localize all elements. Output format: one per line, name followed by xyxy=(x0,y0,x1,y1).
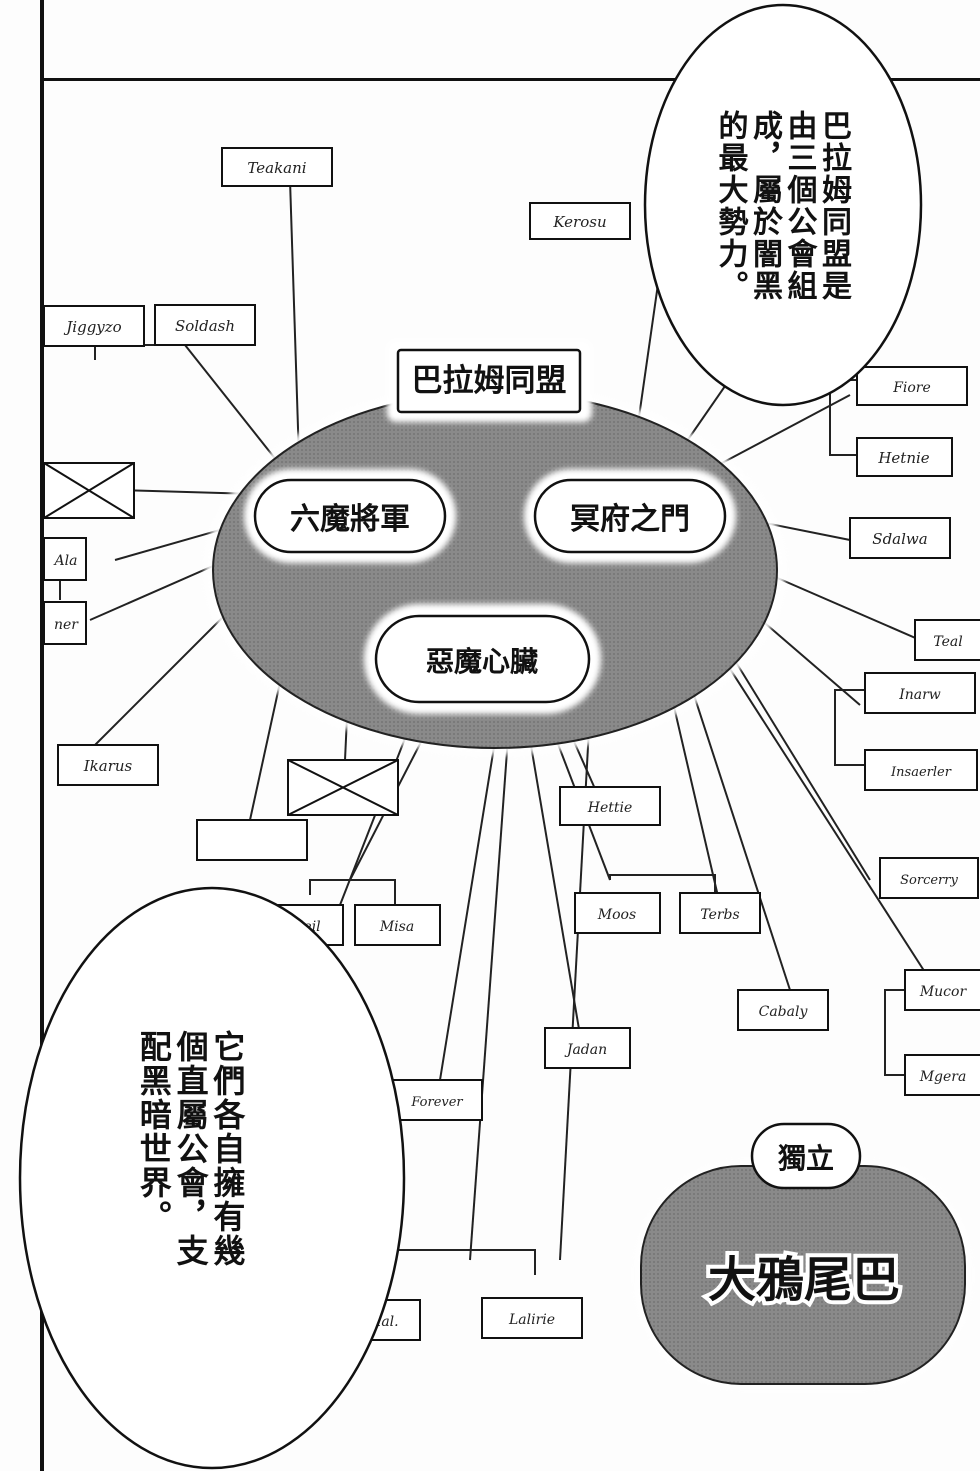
alliance-title-box: 巴拉姆同盟 xyxy=(387,340,592,422)
svg-text:Hetnie: Hetnie xyxy=(877,449,929,467)
crossed-box xyxy=(43,462,135,519)
bubble-text-bottom-left: 它們各自擁有幾 個直屬公會，支 配黑暗世界。 xyxy=(134,1030,247,1268)
subguild-box: Lalirie xyxy=(481,1297,583,1339)
alliance-title: 巴拉姆同盟 xyxy=(412,363,567,399)
guild-akuma: 惡魔心臟 xyxy=(364,604,601,714)
panel-border-top xyxy=(40,78,980,81)
subguild-boxes: Teakani Kerosu Jiggyzo Soldash xyxy=(43,147,980,1341)
bubble-text-top-right: 巴拉姆同盟是 由三個公會組 成，屬於闇黑 的最大勢力。 xyxy=(712,110,852,302)
svg-text:Mgera: Mgera xyxy=(919,1069,967,1085)
crossed-box xyxy=(287,759,399,816)
svg-text:Cabaly: Cabaly xyxy=(759,1004,809,1020)
svg-text:Sorcerry: Sorcerry xyxy=(900,873,958,888)
subguild-box: Misa xyxy=(354,904,441,946)
subguild-box: Jadan xyxy=(544,1027,631,1069)
guild-rokuma-label: 六魔將軍 xyxy=(290,502,410,537)
svg-text:ner: ner xyxy=(54,617,79,633)
svg-text:Jiggyzo: Jiggyzo xyxy=(63,318,121,336)
svg-text:Ala: Ala xyxy=(53,553,78,569)
svg-text:Hettie: Hettie xyxy=(587,800,633,816)
subguild-box: Mgera xyxy=(904,1054,980,1096)
svg-text:Sdalwa: Sdalwa xyxy=(872,530,927,548)
subguild-box: Teakani xyxy=(221,147,333,187)
independent-label: 獨立 xyxy=(778,1142,834,1175)
subguild-box: Fiore xyxy=(856,366,968,406)
subguild-box: Moos xyxy=(574,892,661,934)
subguild-box: Cabaly xyxy=(737,989,829,1031)
svg-text:Fiore: Fiore xyxy=(892,380,931,396)
svg-text:Insaerler: Insaerler xyxy=(890,765,952,780)
svg-text:Soldash: Soldash xyxy=(175,317,235,335)
subguild-box: Soldash xyxy=(154,304,256,346)
subguild-box: Ala xyxy=(43,537,87,581)
subguild-box: Insaerler xyxy=(864,749,978,791)
svg-text:Mucor: Mucor xyxy=(919,984,968,1000)
svg-text:Teal: Teal xyxy=(933,634,962,650)
guild-meifu-label: 冥府之門 xyxy=(570,502,690,537)
independent-area: 獨立 大鴉尾巴 xyxy=(636,1122,970,1388)
subguild-box: Hettie xyxy=(559,786,661,826)
subguild-box: Terbs xyxy=(679,892,761,934)
svg-text:Terbs: Terbs xyxy=(700,907,739,923)
independent-guild-name: 大鴉尾巴 xyxy=(708,1252,900,1308)
subguild-box: Forever xyxy=(391,1079,483,1121)
subguild-box: ner xyxy=(43,601,87,645)
speech-bubble-bottom-left xyxy=(18,886,406,1470)
subguild-box: Sorcerry xyxy=(879,857,979,899)
guild-rokuma: 六魔將軍 xyxy=(244,469,456,563)
subguild-box: Inarw xyxy=(864,672,976,714)
subguild-box: Sdalwa xyxy=(849,517,951,559)
svg-text:Lalirie: Lalirie xyxy=(508,1312,555,1328)
svg-text:Kerosu: Kerosu xyxy=(552,213,606,231)
subguild-box: Mucor xyxy=(904,969,980,1011)
svg-text:Teakani: Teakani xyxy=(247,159,306,177)
svg-text:Ikarus: Ikarus xyxy=(83,757,133,775)
empty-box xyxy=(196,819,308,861)
svg-text:Jadan: Jadan xyxy=(564,1042,607,1058)
guild-akuma-label: 惡魔心臟 xyxy=(426,645,538,678)
subguild-box: Jiggyzo xyxy=(43,305,145,347)
panel-border-left xyxy=(40,0,44,1471)
guild-meifu: 冥府之門 xyxy=(524,469,736,563)
subguild-box: Hetnie xyxy=(856,437,953,477)
svg-text:Forever: Forever xyxy=(410,1095,463,1110)
svg-text:Inarw: Inarw xyxy=(898,687,941,703)
subguild-box: Teal xyxy=(914,619,980,661)
svg-text:Moos: Moos xyxy=(597,907,636,923)
subguild-box: Kerosu xyxy=(529,202,631,240)
speech-bubble-top-right xyxy=(643,3,923,407)
subguild-box: Ikarus xyxy=(57,744,159,786)
svg-text:Misa: Misa xyxy=(379,919,414,935)
